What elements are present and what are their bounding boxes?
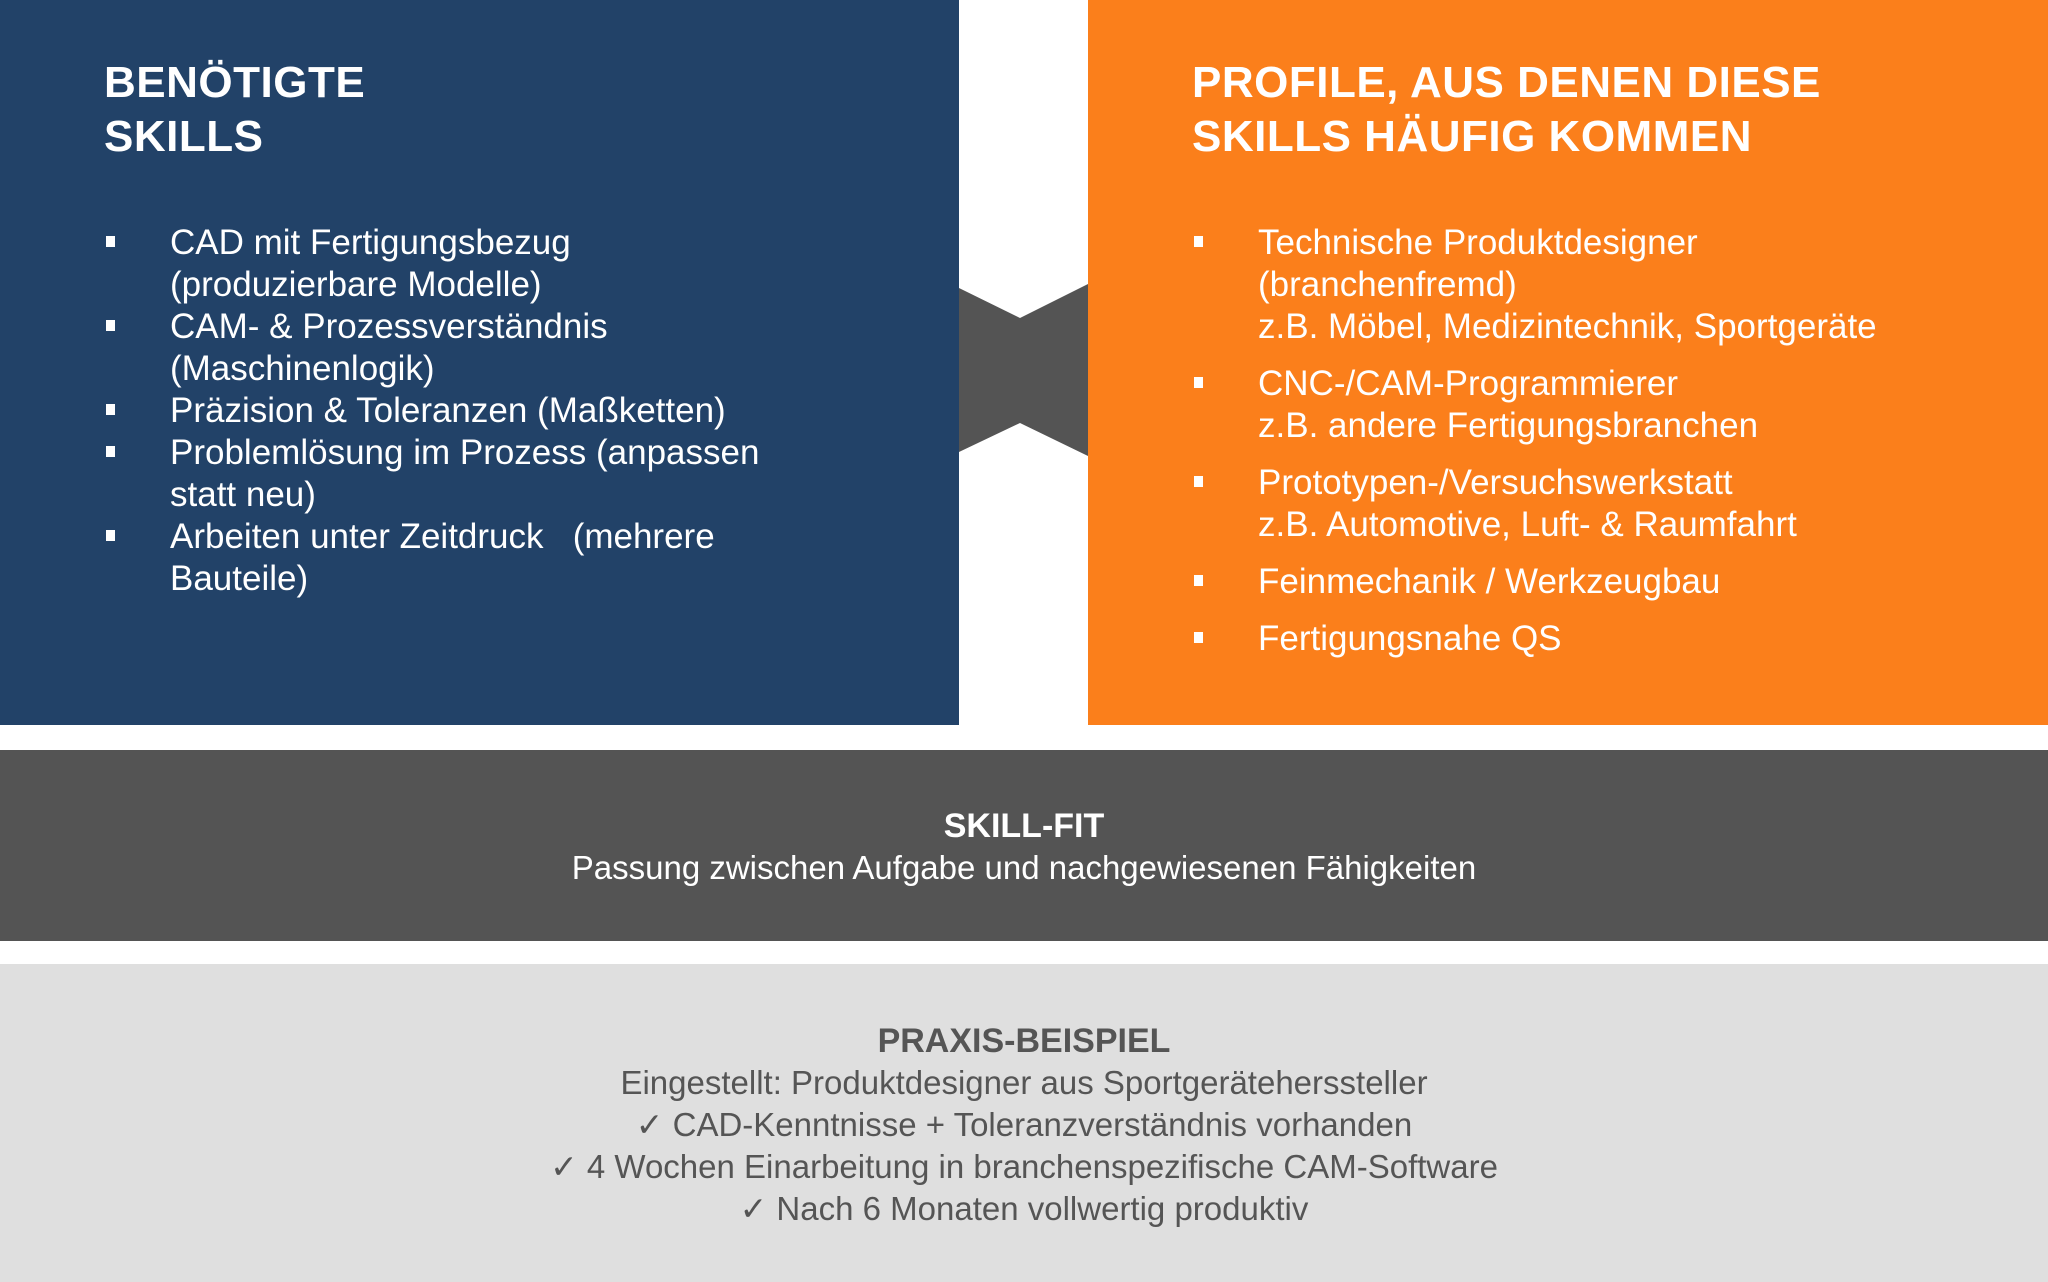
- title-line-2: SKILLS HÄUFIG KOMMEN: [1192, 112, 1752, 161]
- required-skills-list: CAD mit Fertigungsbezug(produzierbare Mo…: [104, 222, 959, 600]
- item-text: (branchenfremd): [1258, 265, 1517, 304]
- source-profiles-list: Technische Produktdesigner(branchenfremd…: [1192, 222, 2048, 660]
- bowtie-connector-icon: [959, 284, 1088, 456]
- example-line: Eingestellt: Produktdesigner aus Sportge…: [620, 1064, 1428, 1101]
- practice-example-band: PRAXIS-BEISPIEL Eingestellt: Produktdesi…: [0, 964, 2048, 1282]
- square-bullet-icon: [106, 530, 115, 541]
- list-item: Feinmechanik / Werkzeugbau: [1192, 561, 2048, 603]
- square-bullet-icon: [1194, 476, 1203, 487]
- example-check-line: ✓ CAD-Kenntnisse + Toleranzverständnis v…: [635, 1106, 1413, 1143]
- required-skills-panel: BENÖTIGTE SKILLS CAD mit Fertigungsbezug…: [0, 0, 959, 725]
- skill-fit-title: SKILL-FIT: [943, 807, 1105, 845]
- list-item: Präzision & Toleranzen (Maßketten): [104, 390, 959, 432]
- item-text: CAD mit Fertigungsbezug: [170, 223, 571, 262]
- item-example: z.B. Möbel, Medizintechnik, Sportgeräte: [1258, 307, 1877, 346]
- item-text: Prototypen-/Versuchswerkstatt: [1258, 463, 1733, 502]
- square-bullet-icon: [1194, 632, 1203, 643]
- item-text: CAM- & Prozessverständnis: [170, 307, 608, 346]
- item-text: Arbeiten unter Zeitdruck (mehrere: [170, 517, 715, 556]
- title-line-1: BENÖTIGTE: [104, 58, 366, 107]
- example-check-line: ✓ 4 Wochen Einarbeitung in branchenspezi…: [550, 1148, 1498, 1185]
- item-example: z.B. Automotive, Luft- & Raumfahrt: [1258, 505, 1797, 544]
- title-line-1: PROFILE, AUS DENEN DIESE: [1192, 58, 1821, 107]
- list-item: CAM- & Prozessverständnis(Maschinenlogik…: [104, 306, 959, 390]
- example-check-line: ✓ Nach 6 Monaten vollwertig produktiv: [739, 1190, 1309, 1227]
- square-bullet-icon: [106, 404, 115, 415]
- square-bullet-icon: [106, 236, 115, 247]
- item-text: (Maschinenlogik): [170, 349, 435, 388]
- item-text: Fertigungsnahe QS: [1258, 619, 1562, 658]
- list-item: Fertigungsnahe QS: [1192, 618, 2048, 660]
- item-text: Problemlösung im Prozess (anpassen: [170, 433, 760, 472]
- skill-fit-band: SKILL-FIT Passung zwischen Aufgabe und n…: [0, 750, 2048, 941]
- item-text: Bauteile): [170, 559, 309, 598]
- skill-fit-subtitle: Passung zwischen Aufgabe und nachgewiese…: [571, 849, 1477, 886]
- item-text: CNC-/CAM-Programmierer: [1258, 364, 1679, 403]
- required-skills-title: BENÖTIGTE SKILLS: [104, 56, 959, 164]
- list-item: CAD mit Fertigungsbezug(produzierbare Mo…: [104, 222, 959, 306]
- item-text: Präzision & Toleranzen (Maßketten): [170, 391, 726, 430]
- square-bullet-icon: [106, 446, 115, 457]
- item-text: (produzierbare Modelle): [170, 265, 542, 304]
- title-line-2: SKILLS: [104, 112, 264, 161]
- square-bullet-icon: [1194, 236, 1203, 247]
- item-text: Feinmechanik / Werkzeugbau: [1258, 562, 1721, 601]
- item-example: z.B. andere Fertigungsbranchen: [1258, 406, 1759, 445]
- source-profiles-title: PROFILE, AUS DENEN DIESE SKILLS HÄUFIG K…: [1192, 56, 2048, 164]
- square-bullet-icon: [106, 320, 115, 331]
- source-profiles-panel: PROFILE, AUS DENEN DIESE SKILLS HÄUFIG K…: [1088, 0, 2048, 725]
- square-bullet-icon: [1194, 575, 1203, 586]
- practice-example-title: PRAXIS-BEISPIEL: [877, 1022, 1171, 1060]
- list-item: Technische Produktdesigner(branchenfremd…: [1192, 222, 2048, 348]
- square-bullet-icon: [1194, 377, 1203, 388]
- item-text: statt neu): [170, 475, 316, 514]
- item-text: Technische Produktdesigner: [1258, 223, 1698, 262]
